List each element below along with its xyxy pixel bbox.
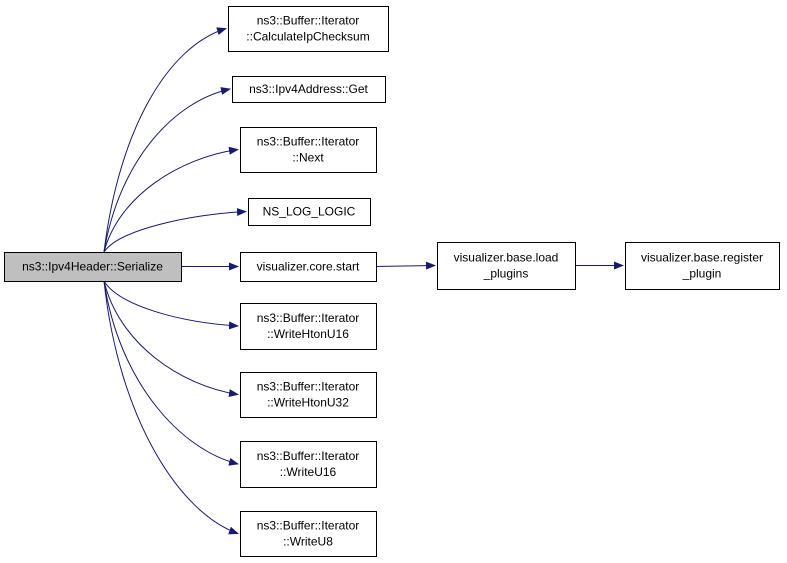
edge-serialize-to-ns_log_logic (103, 208, 247, 253)
node-write-u16[interactable]: ns3::Buffer::Iterator::WriteU16 (240, 441, 377, 488)
node-box-write-hton-u16 (240, 303, 377, 350)
node-label-register-plugin-line-1: visualizer.base.register (641, 251, 763, 265)
node-box-register-plugin (625, 242, 780, 290)
node-register-plugin[interactable]: visualizer.base.register _plugin (625, 242, 780, 290)
node-label-write-u8-line-1: ns3::Buffer::Iterator (257, 519, 360, 533)
node-label-register-plugin-line-2: _plugin (682, 267, 722, 281)
node-write-hton-u32[interactable]: ns3::Buffer::Iterator::WriteHtonU32 (240, 372, 377, 418)
node-label-ns-log-logic-line-1: NS_LOG_LOGIC (263, 205, 356, 219)
node-ipv4-get[interactable]: ns3::Ipv4Address::Get (232, 76, 386, 103)
node-label-calc-checksum-line-2: ::CalculateIpChecksum (246, 30, 369, 44)
node-write-hton-u16[interactable]: ns3::Buffer::Iterator::WriteHtonU16 (240, 303, 377, 350)
node-box-next (240, 127, 377, 173)
edge-core_start-to-load_plugins (375, 261, 436, 270)
node-label-load-plugins-line-2: _plugins (483, 267, 529, 281)
node-box-core-start (240, 252, 377, 282)
edge-serialize-to-write_u16 (103, 280, 239, 466)
node-label-core-start-line-1: visualizer.core.start (257, 260, 360, 274)
node-label-write-hton-u32-line-2: ::WriteHtonU32 (267, 396, 349, 410)
edge-serialize-to-calc_checksum (103, 27, 227, 253)
edge-serialize-to-write_u8 (103, 280, 239, 535)
node-box-write-u8 (240, 511, 377, 557)
edge-serialize-to-next (103, 146, 239, 253)
node-box-serialize (4, 252, 182, 282)
node-label-ipv4-get-line-1: ns3::Ipv4Address::Get (249, 82, 368, 96)
node-label-calc-checksum-line-1: ns3::Buffer::Iterator (257, 14, 360, 28)
node-calc-checksum[interactable]: ns3::Buffer::Iterator::CalculateIpChecks… (228, 6, 389, 52)
node-serialize[interactable]: ns3::Ipv4Header::Serialize (4, 252, 182, 282)
node-label-write-hton-u16-line-1: ns3::Buffer::Iterator (257, 311, 360, 325)
node-label-load-plugins-line-1: visualizer.base.load (454, 251, 559, 265)
node-box-load-plugins (437, 242, 576, 290)
node-box-ipv4-get (232, 76, 386, 103)
node-box-write-hton-u32 (240, 372, 377, 418)
node-label-serialize-line-1: ns3::Ipv4Header::Serialize (22, 260, 163, 274)
node-label-next-line-2: ::Next (292, 151, 324, 165)
node-ns-log-logic[interactable]: NS_LOG_LOGIC (248, 198, 371, 226)
node-label-next-line-1: ns3::Buffer::Iterator (257, 135, 360, 149)
node-core-start[interactable]: visualizer.core.start (240, 252, 377, 282)
node-next[interactable]: ns3::Buffer::Iterator::Next (240, 127, 377, 173)
node-label-write-hton-u32-line-1: ns3::Buffer::Iterator (257, 380, 360, 394)
node-label-write-u8-line-2: ::WriteU8 (283, 535, 333, 549)
node-load-plugins[interactable]: visualizer.base.load _plugins (437, 242, 576, 290)
node-label-write-u16-line-1: ns3::Buffer::Iterator (257, 449, 360, 463)
nodes-layer: ns3::Ipv4Header::Serializens3::Buffer::I… (4, 6, 780, 557)
node-box-calc-checksum (228, 6, 389, 52)
node-box-ns-log-logic (248, 198, 371, 226)
edge-serialize-to-ipv4_get (103, 87, 231, 253)
edge-serialize-to-write_hton_u32 (103, 280, 239, 398)
node-label-write-u16-line-2: ::WriteU16 (280, 465, 337, 479)
edge-serialize-to-write_hton_u16 (103, 280, 239, 330)
node-box-write-u16 (240, 441, 377, 488)
edges-layer (103, 27, 624, 535)
node-write-u8[interactable]: ns3::Buffer::Iterator::WriteU8 (240, 511, 377, 557)
node-label-write-hton-u16-line-2: ::WriteHtonU16 (267, 327, 349, 341)
